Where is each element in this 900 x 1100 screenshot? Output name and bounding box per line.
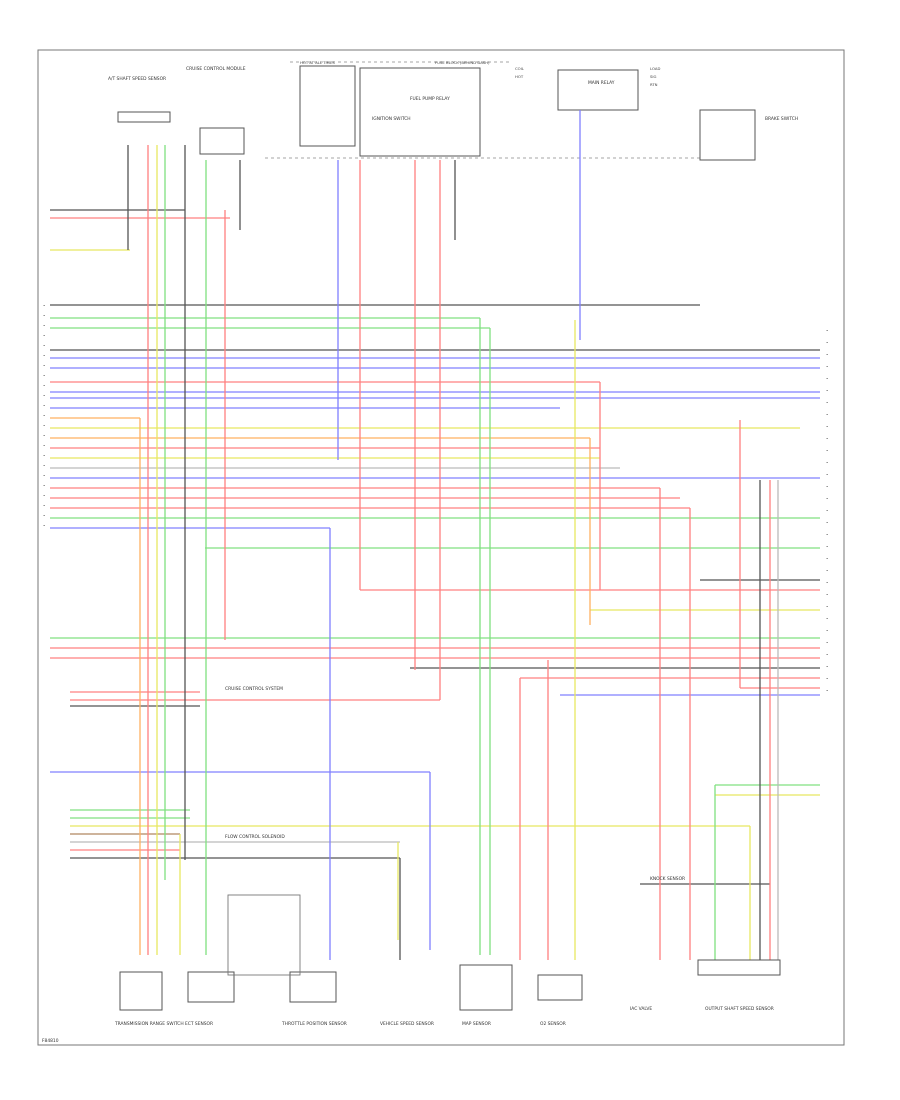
left-pin-marker: • xyxy=(43,313,45,318)
right-pin-marker: • xyxy=(826,448,828,453)
wire-group xyxy=(50,110,820,960)
ignition-switch-label: IGNITION SWITCH xyxy=(372,116,411,122)
trans-range-switch-box xyxy=(119,971,163,1011)
left-pin-marker: • xyxy=(43,353,45,358)
throttle-sensor-box xyxy=(289,971,337,1003)
vehicle-speed-label: VEHICLE SPEED SENSOR xyxy=(380,1021,434,1027)
right-pin-marker: • xyxy=(826,400,828,405)
left-pin-marker: • xyxy=(43,393,45,398)
diagram-frame xyxy=(37,49,845,1046)
fuse-relay-box xyxy=(359,67,481,157)
cruise-note: CRUISE CONTROL SYSTEM xyxy=(225,686,283,692)
top-module-box xyxy=(199,127,245,155)
left-pin-marker: • xyxy=(43,303,45,308)
left-pin-marker: • xyxy=(43,493,45,498)
ect-sensor-box xyxy=(187,971,235,1003)
left-pin-marker: • xyxy=(43,383,45,388)
trans-range-switch-label: TRANSMISSION RANGE SWITCH xyxy=(114,1021,184,1027)
left-pin-marker: • xyxy=(43,403,45,408)
right-label-d: COIL xyxy=(515,66,525,71)
right-relay-box xyxy=(557,69,639,111)
right-pin-marker: • xyxy=(826,496,828,501)
left-pin-marker: • xyxy=(43,483,45,488)
right-pin-marker: • xyxy=(826,388,828,393)
left-pin-marker: • xyxy=(43,413,45,418)
right-pin-marker: • xyxy=(826,556,828,561)
fuse-header-right: FUSE BLOCK (BEHIND DASH) xyxy=(435,60,490,65)
left-pin-marker: • xyxy=(43,333,45,338)
right-pin-marker: • xyxy=(826,580,828,585)
shift-note: FLOW CONTROL SOLENOID xyxy=(225,834,285,840)
o2-sensor-box xyxy=(537,974,583,1001)
right-label-e: HOT xyxy=(515,74,524,79)
left-pin-marker: • xyxy=(43,433,45,438)
right-pin-marker: • xyxy=(826,364,828,369)
o2-sensor-label: O2 SENSOR xyxy=(540,1021,566,1027)
throttle-sensor-label: THROTTLE POSITION SENSOR xyxy=(281,1021,347,1027)
right-pin-marker: • xyxy=(826,508,828,513)
left-pin-marker: • xyxy=(43,443,45,448)
left-pin-marker: • xyxy=(43,473,45,478)
right-pin-marker: • xyxy=(826,424,828,429)
right-pin-marker: • xyxy=(826,352,828,357)
ect-sensor-label: ECT SENSOR xyxy=(185,1021,213,1027)
left-pin-marker: • xyxy=(43,343,45,348)
right-pin-marker: • xyxy=(826,568,828,573)
right-switch-label: BRAKE SWITCH xyxy=(765,116,798,122)
left-pin-markers: • • • • • • • • • • • • • • • • • • • • • • • xyxy=(43,303,45,528)
right-label-a: LOAD xyxy=(650,66,660,71)
right-pin-marker: • xyxy=(826,460,828,465)
left-pin-marker: • xyxy=(43,463,45,468)
left-pin-marker: • xyxy=(43,323,45,328)
right-pin-marker: • xyxy=(826,628,828,633)
right-pin-marker: • xyxy=(826,328,828,333)
right-pin-marker: • xyxy=(826,484,828,489)
right-pin-marker: • xyxy=(826,472,828,477)
right-pin-marker: • xyxy=(826,592,828,597)
left-pin-marker: • xyxy=(43,513,45,518)
page-code: F84810 xyxy=(42,1038,59,1044)
knock-sensor-box xyxy=(697,959,781,976)
right-pin-marker: • xyxy=(826,616,828,621)
top-module-label: CRUISE CONTROL MODULE xyxy=(186,66,246,72)
iac-valve-label: IAC VALVE xyxy=(630,1006,652,1012)
right-pin-marker: • xyxy=(826,544,828,549)
right-pin-marker: • xyxy=(826,520,828,525)
left-pin-marker: • xyxy=(43,423,45,428)
right-pin-marker: • xyxy=(826,676,828,681)
map-sensor-label: MAP SENSOR xyxy=(462,1021,491,1027)
right-label-c: RTN xyxy=(650,82,658,87)
right-pin-marker: • xyxy=(826,436,828,441)
right-pin-marker: • xyxy=(826,664,828,669)
top-left-sensor-box xyxy=(117,111,171,123)
right-pin-marker: • xyxy=(826,688,828,693)
left-pin-marker: • xyxy=(43,503,45,508)
fuse-header-left: HOT AT ALL TIMES xyxy=(300,60,335,65)
map-sensor-box xyxy=(459,964,513,1011)
knock-sensor-label: KNOCK SENSOR xyxy=(650,876,685,882)
left-pin-marker: • xyxy=(43,453,45,458)
left-pin-marker: • xyxy=(43,523,45,528)
right-pin-marker: • xyxy=(826,652,828,657)
right-relay-label: MAIN RELAY xyxy=(588,80,615,86)
right-pin-marker: • xyxy=(826,640,828,645)
right-pin-marker: • xyxy=(826,412,828,417)
fuse-relay-label: FUEL PUMP RELAY xyxy=(410,96,450,102)
right-pin-marker: • xyxy=(826,604,828,609)
right-pin-markers: • • • • • • • • • • • • • • • • • • • • • • • • • • • • • • • xyxy=(826,328,828,693)
right-pin-marker: • xyxy=(826,532,828,537)
ignition-switch-box xyxy=(299,65,356,147)
left-pin-marker: • xyxy=(43,363,45,368)
output-sensor-label: OUTPUT SHAFT SPEED SENSOR xyxy=(705,1006,774,1012)
top-left-sensor-label: A/T SHAFT SPEED SENSOR xyxy=(108,76,166,82)
center-small-box xyxy=(227,894,301,976)
right-pin-marker: • xyxy=(826,376,828,381)
right-switch-box xyxy=(699,109,756,161)
right-pin-marker: • xyxy=(826,340,828,345)
right-label-b: SIG xyxy=(650,74,657,79)
left-pin-marker: • xyxy=(43,373,45,378)
